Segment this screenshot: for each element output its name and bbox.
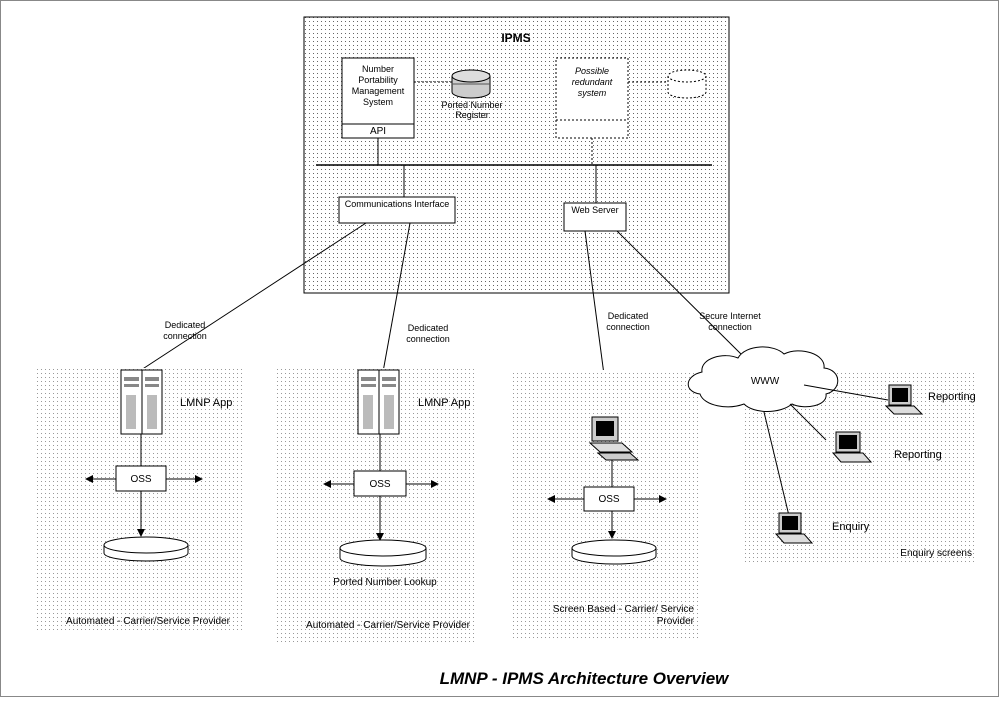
- laptop-icon: [831, 431, 873, 463]
- zone2-oss-label: OSS: [369, 479, 390, 490]
- laptop-icon: [774, 512, 814, 544]
- zone2-lookup-label: Ported Number Lookup: [333, 577, 437, 588]
- zone3-oss-label: OSS: [598, 494, 619, 505]
- dedicated-connection-1-label: Dedicated connection: [163, 320, 207, 341]
- zone2-db-icon: [339, 539, 427, 567]
- ipms-block: IPMS Number Portability Management Syste…: [303, 16, 730, 294]
- zone-automated-1: LMNP App OSS Automated - Carrier/Service…: [37, 368, 245, 630]
- www-reporting1-line: [803, 384, 889, 401]
- www-reporting2-line: [789, 403, 827, 441]
- zone4-caption: Enquiry screens: [900, 548, 972, 559]
- zone1-oss-label: OSS: [130, 474, 151, 485]
- redundant-db-icon: [667, 69, 707, 99]
- laptop-icon: [884, 384, 924, 415]
- comm-to-zone2-line: [382, 222, 411, 373]
- zone1-app-label: LMNP App: [180, 397, 232, 409]
- npms-box: Number Portability Management System API: [341, 57, 415, 139]
- api-label: API: [370, 126, 386, 137]
- zone-screen-based: OSS Screen Based - Carrier/ Service Prov…: [512, 370, 698, 638]
- reporting-2-label: Reporting: [894, 449, 942, 461]
- npms-label: Number Portability Management System: [351, 64, 405, 107]
- desktop-computer-icon: [588, 416, 640, 461]
- secure-internet-label: Secure Internet connection: [699, 311, 761, 332]
- server-icon: [120, 369, 163, 435]
- diagram-title: LMNP - IPMS Architecture Overview: [440, 669, 731, 688]
- www-label: WWW: [751, 376, 780, 387]
- redundant-label: Possible redundant system: [571, 66, 613, 98]
- zone3-db-icon: [571, 539, 657, 565]
- web-server-label: Web Server: [571, 205, 619, 215]
- www-cloud-icon: WWW: [687, 346, 839, 412]
- zone-automated-2: LMNP App OSS Ported Number Lookup Automa…: [276, 368, 474, 644]
- zone3-caption: Screen Based - Carrier/ Service Provider: [552, 604, 694, 627]
- comm-interface-box: Communications Interface: [338, 196, 456, 224]
- zone2-app-label: LMNP App: [418, 397, 470, 409]
- dedicated-connection-3-label: Dedicated connection: [606, 311, 650, 332]
- web-to-www-line: [616, 230, 746, 359]
- dedicated-connection-2-label: Dedicated connection: [406, 323, 450, 344]
- register-db-icon: [451, 69, 491, 99]
- www-enquiry-line: [763, 411, 791, 521]
- zone2-caption: Automated - Carrier/Service Provider: [306, 620, 470, 631]
- zone1-db-icon: [103, 536, 189, 562]
- comm-to-zone1-line: [137, 222, 367, 373]
- zone1-oss-box: [115, 465, 167, 492]
- redundant-system-box: Possible redundant system: [555, 57, 629, 139]
- ipms-label: IPMS: [501, 31, 530, 45]
- server-icon: [357, 369, 400, 435]
- reporting-1-label: Reporting: [928, 391, 976, 403]
- web-server-box: Web Server: [563, 202, 627, 232]
- enquiry-label: Enquiry: [832, 521, 870, 533]
- register-label: Ported Number Register: [441, 100, 503, 120]
- zone-enquiry: WWW Reporting Reporting Enquiry Enquiry …: [687, 346, 976, 565]
- zone1-caption: Automated - Carrier/Service Provider: [66, 616, 230, 627]
- comm-interface-label: Communications Interface: [344, 199, 450, 209]
